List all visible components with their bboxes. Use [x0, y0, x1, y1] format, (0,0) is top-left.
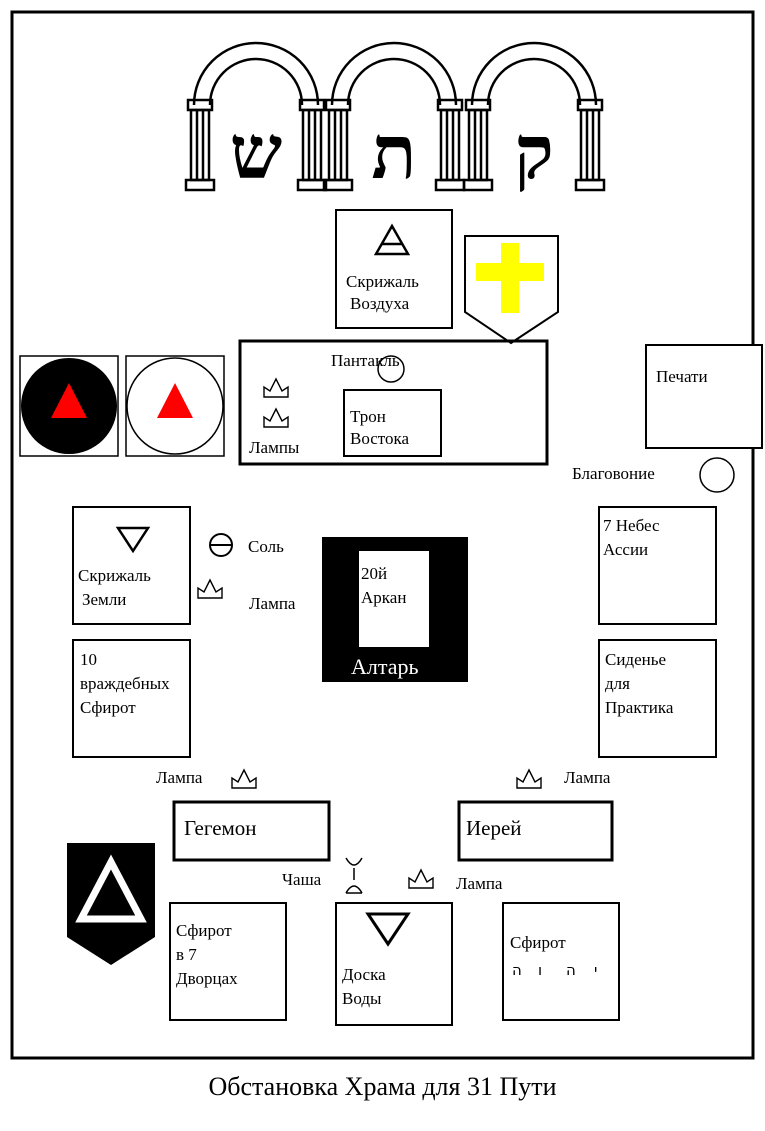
hostile-sephiroth-label-2: враждебных — [80, 673, 170, 694]
lamp-label-bottom: Лампа — [456, 873, 502, 894]
sephiroth-palaces-label-1: Сфирот — [176, 920, 232, 941]
tetragrammaton-letter-he-1: ה — [512, 960, 522, 981]
seals-box — [646, 345, 762, 448]
tablet-air-label-1: Скрижаль — [346, 271, 419, 292]
incense-label: Благовоние — [572, 463, 655, 484]
crown-lamp-icon — [232, 770, 256, 788]
lamp-label-left: Лампа — [249, 593, 295, 614]
lamp-label-mid-right: Лампа — [564, 767, 610, 788]
seat-label-3: Практика — [605, 697, 673, 718]
seven-heavens-label-2: Ассии — [603, 539, 648, 560]
sephiroth-palaces-label-3: Дворцах — [176, 968, 238, 989]
hegemon-label: Гегемон — [184, 815, 257, 841]
throne-label-1: Трон — [350, 406, 386, 427]
hebrew-letter-shin: ש — [230, 110, 282, 196]
cup-label: Чаша — [282, 869, 321, 890]
hiereus-label: Иерей — [466, 815, 522, 841]
hostile-sephiroth-label-3: Сфирот — [80, 697, 136, 718]
cup-icon — [346, 858, 362, 893]
altar-label: Алтарь — [351, 654, 419, 680]
water-board-label-2: Воды — [342, 988, 381, 1009]
tetragrammaton-letter-yod: י — [594, 960, 597, 981]
seals-label: Печати — [656, 366, 708, 387]
tablet-earth-label-2: Земли — [82, 589, 126, 610]
pentacle-label: Пантакль — [331, 350, 400, 371]
salt-label: Соль — [248, 536, 284, 557]
tablet-air-label-2: Воздуха — [350, 293, 409, 314]
tablet-earth-label-1: Скрижаль — [78, 565, 151, 586]
salt-icon — [210, 534, 232, 556]
sephiroth-label: Сфирот — [510, 932, 566, 953]
water-board-label-1: Доска — [342, 964, 386, 985]
seat-label-2: для — [605, 673, 630, 694]
hebrew-letter-tav: ת — [371, 110, 416, 196]
arcanum-label-1: 20й — [361, 563, 387, 584]
hostile-sephiroth-label-1: 10 — [80, 649, 97, 670]
seven-heavens-label-1: 7 Небес — [603, 515, 660, 536]
banner-triangle-icon — [67, 843, 155, 965]
crown-lamp-icon — [409, 870, 433, 888]
crown-lamp-icon — [517, 770, 541, 788]
crown-lamp-icon — [198, 580, 222, 598]
seat-label-1: Сиденье — [605, 649, 666, 670]
tetragrammaton-letter-he-2: ה — [566, 960, 576, 981]
sephiroth-palaces-label-2: в 7 — [176, 944, 197, 965]
arcanum-label-2: Аркан — [361, 587, 406, 608]
diagram-caption: Обстановка Храма для 31 Пути — [0, 1072, 765, 1102]
throne-label-2: Востока — [350, 428, 409, 449]
crown-lamp-icon — [264, 379, 288, 397]
incense-circle — [700, 458, 734, 492]
tetragrammaton-letter-vav: ו — [538, 960, 542, 981]
hebrew-letter-qoph: ק — [514, 110, 554, 196]
cross-banner-icon — [465, 236, 558, 343]
lamp-label-mid-left: Лампа — [156, 767, 202, 788]
lamps-label: Лампы — [249, 437, 299, 458]
crown-lamp-icon — [264, 409, 288, 427]
